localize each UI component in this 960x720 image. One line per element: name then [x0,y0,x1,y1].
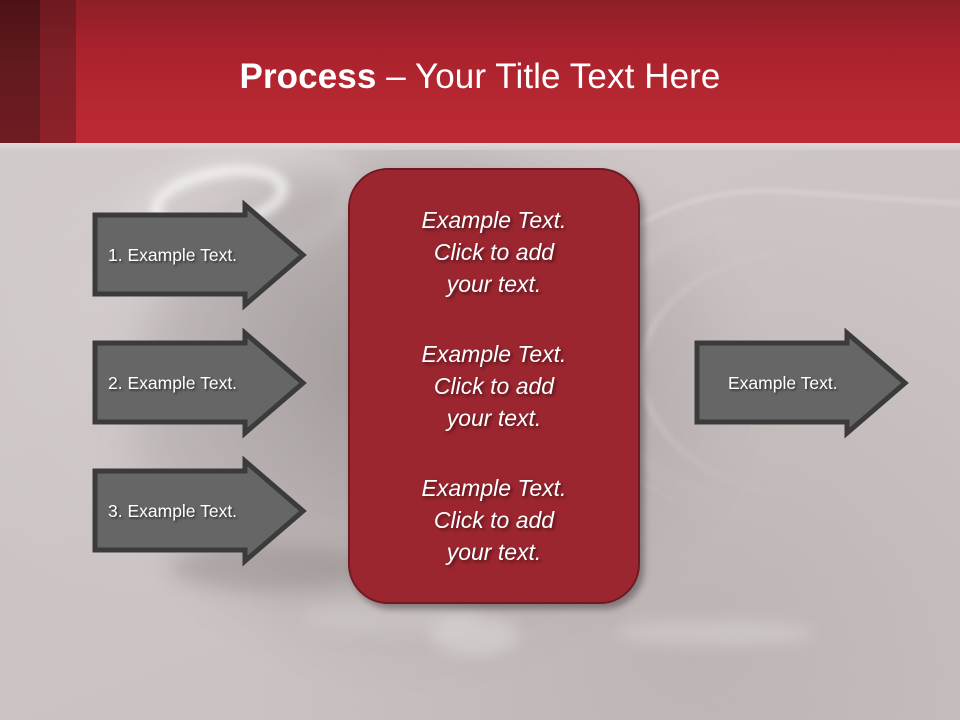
process-result-arrow[interactable]: Example Text. [692,328,912,440]
process-step-arrow-2[interactable]: 2. Example Text. [90,328,310,440]
background-smudge-c [615,620,815,646]
process-step-arrow-2-label: 2. Example Text. [108,373,238,393]
card-text-block-2: Example Text. Click to add your text. [421,341,567,431]
process-step-arrow-1[interactable]: 1. Example Text. [90,200,310,312]
header-accent-band-dark [0,0,40,143]
header-accent-band-mid [40,0,76,143]
card-text-block-3: Example Text. Click to add your text. [421,475,567,565]
title-remainder: – Your Title Text Here [376,56,721,96]
background-smudge-b [430,615,520,655]
arrow-right-icon [92,200,307,311]
background-smudge-d [300,600,480,634]
header-background [0,0,960,143]
process-output-card[interactable]: Example Text. Click to add your text. Ex… [348,168,640,604]
arrow-right-icon [92,456,307,567]
page-title: Process – Your Title Text Here [0,0,960,143]
card-text-block-1: Example Text. Click to add your text. [421,207,567,297]
arrow-right-icon [694,328,909,439]
header-divider [0,143,960,150]
background-smudge-a [170,545,370,591]
title-emphasis: Process [239,56,377,96]
process-step-arrow-3[interactable]: 3. Example Text. [90,456,310,568]
process-step-arrow-1-label: 1. Example Text. [108,245,238,265]
arrow-right-icon [92,328,307,439]
slide-header: Process – Your Title Text Here [0,0,960,143]
process-result-arrow-label: Example Text. [728,373,838,393]
process-step-arrow-3-label: 3. Example Text. [108,501,238,521]
